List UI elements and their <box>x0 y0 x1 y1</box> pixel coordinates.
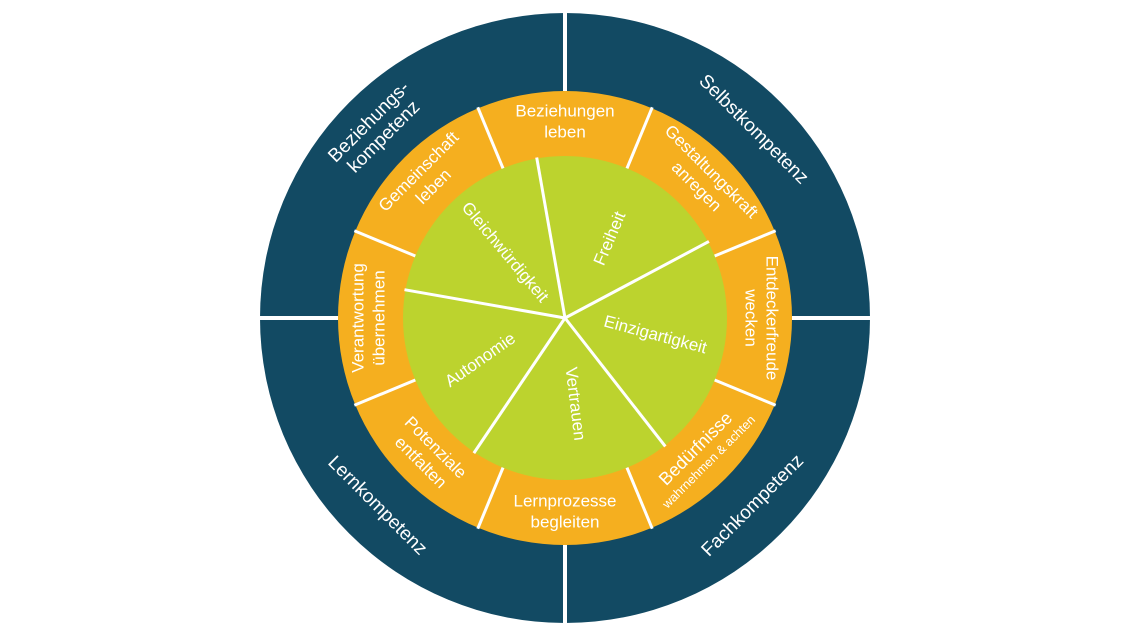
middle-ring-label-line: begleiten <box>530 513 599 532</box>
middle-ring-label-line: Entdeckerfreude <box>762 256 781 381</box>
middle-divider <box>713 378 777 407</box>
middle-ring-label-line: Verantwortung <box>349 263 368 373</box>
inner-divider <box>564 240 710 320</box>
inner-divider <box>472 317 567 454</box>
middle-ring-label-line: wecken <box>741 288 760 347</box>
middle-ring-label-line: Lernprozesse <box>513 492 616 511</box>
middle-ring-label: Lernprozesse begleiten <box>513 492 616 532</box>
middle-ring-label-line: leben <box>544 123 586 142</box>
inner-divider <box>535 157 567 319</box>
middle-ring-dividers <box>353 106 777 530</box>
middle-divider <box>625 106 654 170</box>
inner-divider <box>563 317 667 448</box>
middle-ring-label: Entdeckerfreudewecken <box>741 256 781 381</box>
middle-divider <box>713 229 777 258</box>
middle-divider <box>476 106 505 170</box>
middle-ring-label-line: übernehmen <box>370 270 389 365</box>
inner-disc-dividers <box>404 157 710 454</box>
outer-ring-dividers <box>258 11 872 625</box>
middle-divider <box>353 378 417 407</box>
middle-divider <box>476 466 505 530</box>
inner-divider <box>404 288 566 320</box>
middle-divider <box>353 229 417 258</box>
middle-divider <box>625 466 654 530</box>
middle-ring-label-line: Beziehungen <box>515 102 614 121</box>
middle-ring-label: Beziehungen leben <box>515 102 614 142</box>
